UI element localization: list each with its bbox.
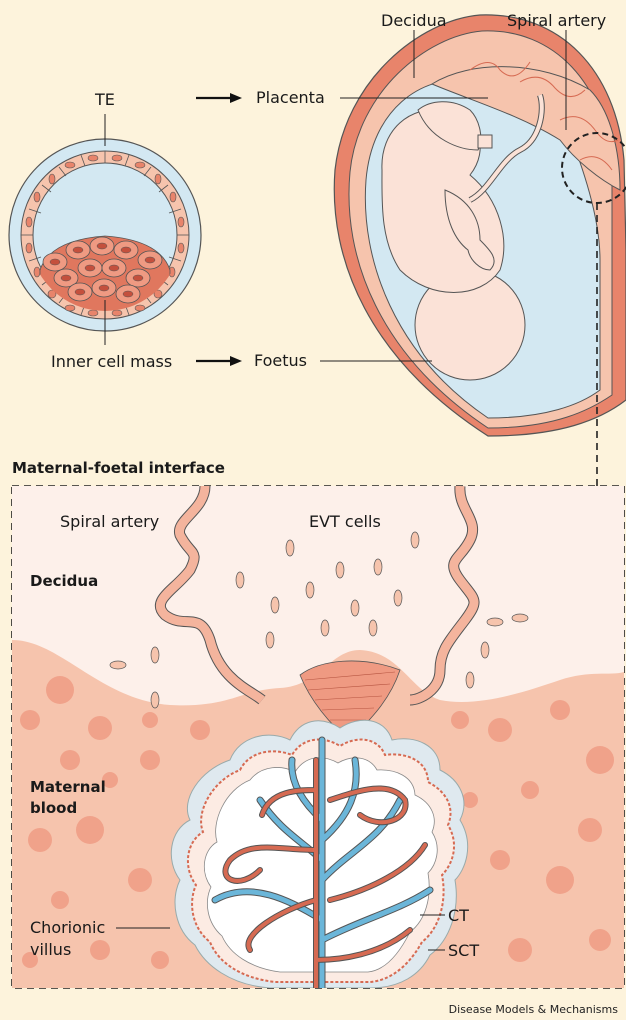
decidua-bottom-label: Decidua	[30, 572, 98, 590]
uterus	[334, 15, 626, 436]
inner-cell-mass-label: Inner cell mass	[51, 352, 172, 371]
spiral-artery-bottom-label: Spiral artery	[60, 512, 159, 531]
maternal-blood-label-line1: Maternal	[30, 778, 106, 796]
chorionic-villus-label-line1: Chorionic	[30, 918, 105, 937]
section-title: Maternal-foetal interface	[12, 459, 225, 477]
ct-label: CT	[448, 906, 469, 925]
maternal-blood-label-line2: blood	[30, 799, 77, 817]
blastocyst	[9, 114, 201, 345]
placenta-label: Placenta	[256, 88, 325, 107]
decidua-top-label: Decidua	[381, 11, 447, 30]
te-label: TE	[95, 90, 115, 109]
evt-cells-label: EVT cells	[309, 512, 381, 531]
spiral-artery-top-label: Spiral artery	[507, 11, 606, 30]
interface-section	[12, 486, 624, 988]
arrows	[196, 93, 242, 366]
sct-label: SCT	[448, 941, 479, 960]
foetus-label: Foetus	[254, 351, 307, 370]
journal-footer: Disease Models & Mechanisms	[449, 1003, 618, 1016]
chorionic-villus-label-line2: villus	[30, 940, 71, 959]
